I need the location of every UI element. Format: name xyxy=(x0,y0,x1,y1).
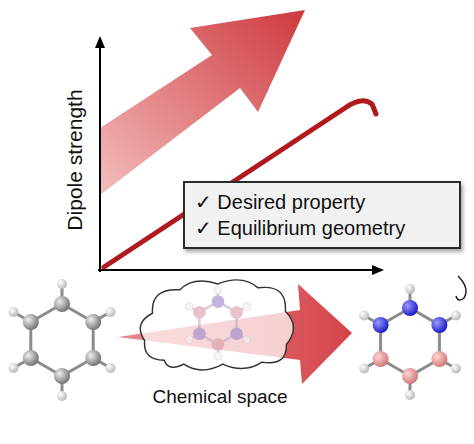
axis-arrowhead xyxy=(372,265,384,275)
cloud-shape xyxy=(131,272,301,376)
trend-arrow xyxy=(100,10,305,195)
checklist-box: ✓ Desired property✓ Equilibrium geometry xyxy=(183,181,461,249)
hook-mark xyxy=(456,276,466,300)
chemical-space-cloud: Chemical space xyxy=(131,272,309,408)
axis-label: Dipole strength xyxy=(63,89,87,230)
checklist-item: ✓ Equilibrium geometry xyxy=(195,215,447,241)
cloud-caption: Chemical space xyxy=(131,386,309,408)
benzene-molecule xyxy=(9,279,116,401)
faded-molecule xyxy=(185,286,250,360)
product-molecule xyxy=(359,284,461,400)
axis-arrowhead xyxy=(95,36,105,48)
checklist-item: ✓ Desired property xyxy=(195,189,447,215)
